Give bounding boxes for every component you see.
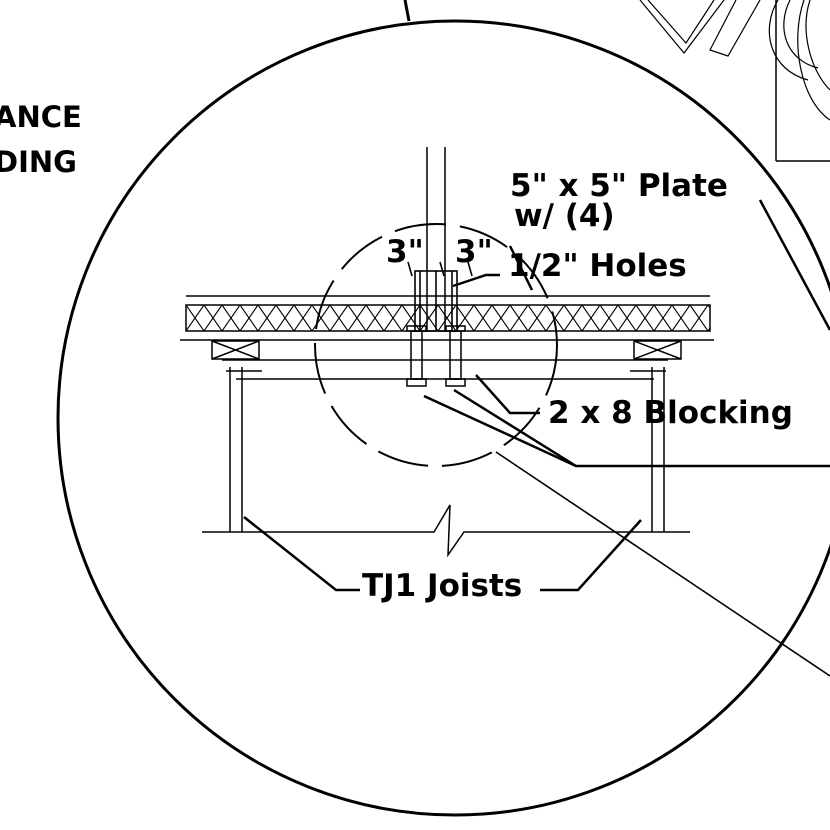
bolt-right: [445, 325, 466, 387]
blocking-beam: [222, 359, 668, 380]
leader-line-top: [403, 0, 411, 22]
joists-label: TJ1 Joists: [362, 568, 522, 604]
plate-washer-label: w/ (4): [514, 198, 615, 234]
break-line: [202, 504, 690, 558]
blocking-label: 2 x 8 Blocking: [548, 395, 793, 431]
section-cut-line: [495, 451, 830, 677]
joist-left: [229, 367, 243, 532]
dimension-marks: [407, 261, 473, 277]
plate-holes-label: 1/2" Holes: [508, 248, 687, 284]
dashed-callout-circle: [314, 223, 558, 467]
joist-cap-right: [633, 340, 682, 360]
edge-text-line2: DING: [0, 145, 77, 179]
plate-size-label: 5" x 5" Plate: [510, 168, 728, 204]
leader-lines: [243, 199, 830, 592]
joist-cap-left: [211, 340, 260, 360]
detail-circle: [56, 19, 830, 817]
outlined-lettering: [639, 0, 830, 121]
dimension-left-label: 3": [386, 234, 424, 270]
decking-hatch: [185, 304, 711, 332]
bolt-left: [406, 325, 427, 387]
joist-right: [651, 367, 665, 532]
dimension-right-label: 3": [455, 234, 493, 270]
edge-text-line1: ANCE: [0, 100, 82, 134]
